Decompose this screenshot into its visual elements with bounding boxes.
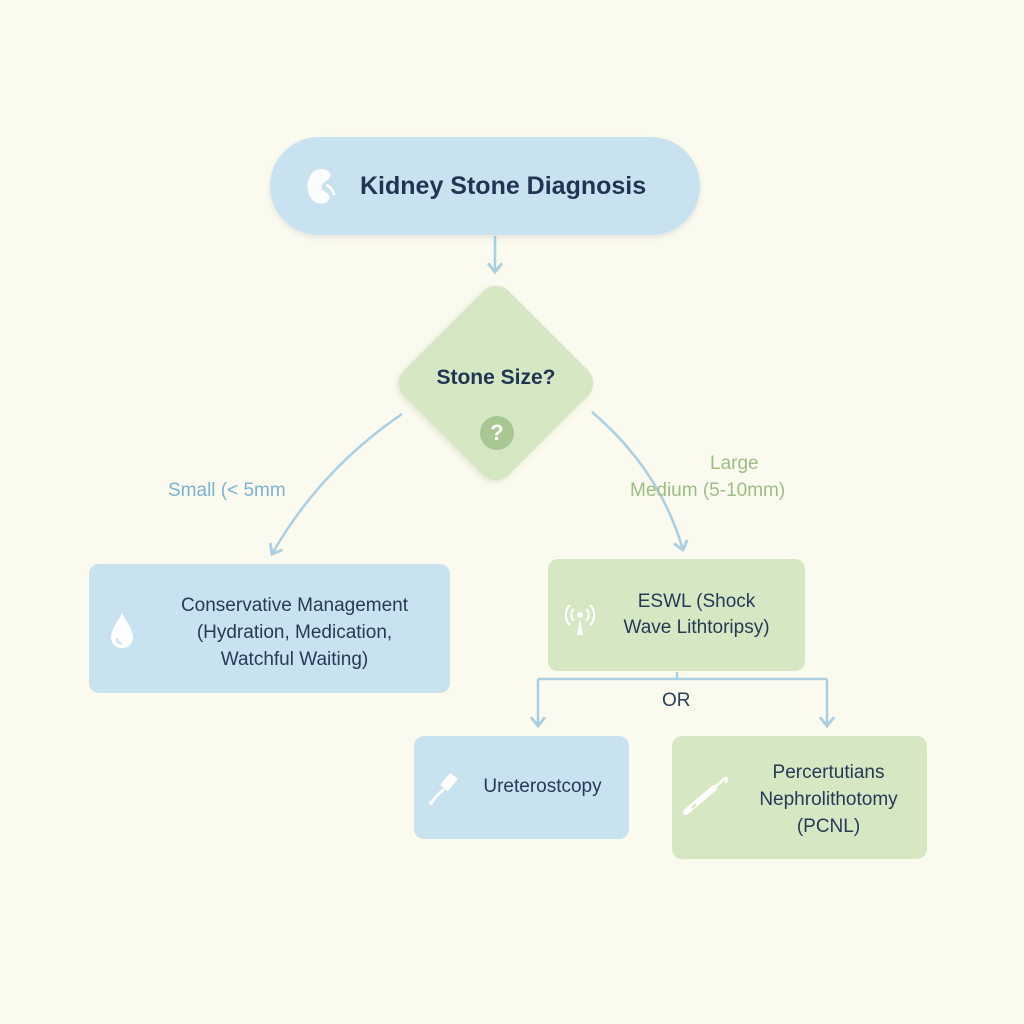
branch-label-small: Small (< 5mm [168, 480, 286, 501]
eswl-label: ESWL (Shock Wave Lithtoripsy) [608, 589, 785, 641]
pcnl-line-3: (PCNL) [796, 816, 861, 837]
conservative-line-1: Conservative Management [180, 595, 409, 616]
ureteroscope-icon [428, 773, 458, 806]
conservative-management-node: Conservative Management (Hydration, Medi… [89, 564, 450, 693]
connector-decision-to-small [268, 412, 403, 556]
water-drop-icon [111, 613, 133, 648]
ureteroscopy-label: Ureterostcopy [466, 774, 619, 800]
kidney-icon [307, 169, 336, 204]
connector-decision-to-large [591, 411, 689, 553]
eswl-node: ESWL (Shock Wave Lithtoripsy) [548, 559, 805, 671]
eswl-line-2: Wave Lithtoripsy) [623, 617, 770, 638]
decision-question: Stone Size? [436, 366, 556, 389]
conservative-line-2: (Hydration, Medication, [196, 622, 393, 643]
ureteroscopy-line-1: Ureterostcopy [483, 776, 602, 797]
start-node: Kidney Stone Diagnosis [270, 137, 700, 235]
ureteroscopy-node: Ureterostcopy [414, 736, 629, 839]
shockwave-icon [564, 604, 596, 635]
pcnl-label: Percertutians Nephrolithotomy (PCNL) [738, 759, 919, 840]
pcnl-line-2: Nephrolithotomy [759, 789, 898, 810]
pcnl-node: Percertutians Nephrolithotomy (PCNL) [672, 736, 927, 859]
conservative-label: Conservative Management (Hydration, Medi… [149, 592, 440, 673]
eswl-line-1: ESWL (Shock [637, 591, 756, 612]
conservative-line-3: Watchful Waiting) [220, 649, 369, 670]
question-icon: ? [480, 416, 514, 450]
branch-label-or: OR [662, 690, 691, 711]
surgical-instrument-icon [683, 776, 728, 815]
branch-label-medium: Medium (5-10mm) [630, 480, 786, 501]
pcnl-line-1: Percertutians [772, 762, 885, 783]
start-title: Kidney Stone Diagnosis [360, 172, 647, 200]
branch-label-large: Large [710, 453, 759, 474]
connector-eswl-split [538, 672, 827, 681]
